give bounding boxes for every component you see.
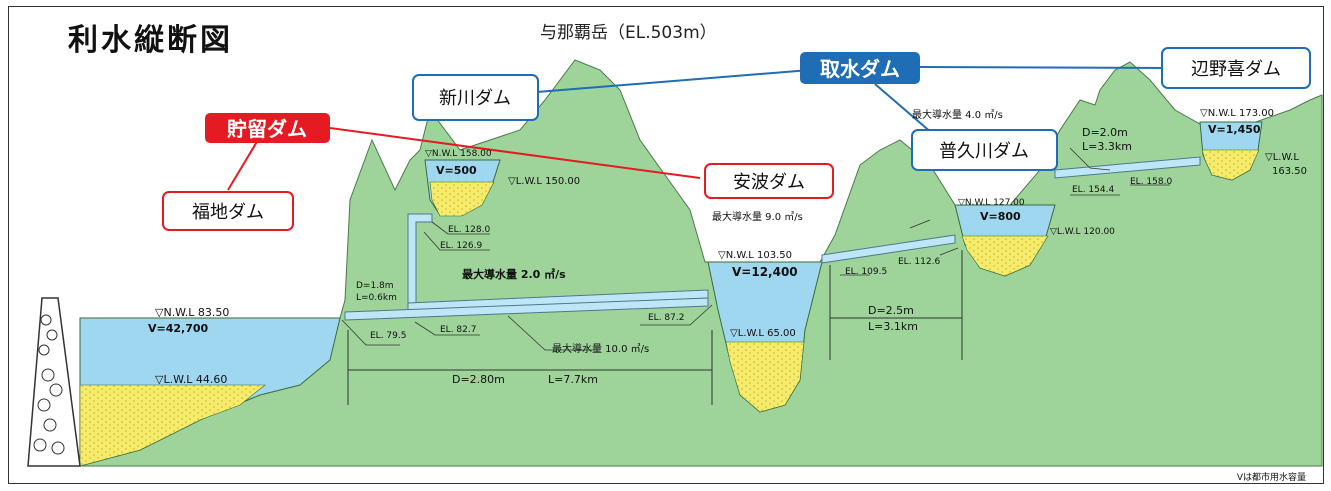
arakawa-nwl: ▽N.W.L 158.00: [425, 149, 492, 159]
leader-lines: [341, 147, 1170, 351]
aha-v: V=12,400: [732, 265, 798, 279]
dam-rocks: [33, 314, 65, 455]
arakawa-sediment: [429, 181, 495, 217]
l-77: L=7.7km: [548, 373, 598, 386]
q-100: 最大導水量 10.0 ㎥/s: [552, 342, 649, 355]
conduit-main: [344, 297, 709, 321]
fukuji-nwl: ▽N.W.L 83.50: [155, 306, 229, 319]
storage-dam-line: [329, 127, 701, 179]
aha-label: 安波ダム: [733, 172, 805, 193]
fukugawa-label: 普久川ダム: [939, 141, 1029, 162]
intake-dam-box: [800, 52, 920, 84]
intake-dam-line-benoki: [919, 66, 1166, 69]
fukuji-v: V=42,700: [148, 322, 209, 335]
arakawa-lwl: ▽L.W.L 150.00: [508, 176, 580, 187]
q-20: 最大導水量 2.0 ㎥/s: [462, 267, 566, 281]
storage-dam-line-fukuji: [227, 139, 259, 191]
arakawa-label: 新川ダム: [439, 88, 511, 109]
intake-dam-line: [536, 69, 811, 93]
aha-box: [704, 163, 834, 199]
fukuji-lwl: ▽L.W.L 44.60: [155, 373, 227, 386]
aha-sediment: [725, 341, 805, 413]
fukuji-label: 福地ダム: [192, 202, 264, 223]
fukugawa-nwl: ▽N.W.L 127.00: [958, 198, 1025, 208]
arakawa-box: [412, 74, 539, 121]
el-128: EL. 128.0: [448, 225, 490, 235]
fukugawa-box: [911, 129, 1058, 171]
fukugawa-sediment: [961, 235, 1049, 277]
conduit-aha-fukugawa: [821, 234, 956, 264]
fukugawa-lwl: ▽L.W.L 120.00: [1050, 227, 1115, 237]
storage-dam-box: [205, 113, 330, 143]
el-1126: EL. 112.6: [898, 257, 940, 267]
conduits: [344, 156, 1201, 321]
footnote: Vは都市用水容量: [1237, 471, 1306, 483]
benoki-label: 辺野喜ダム: [1191, 59, 1281, 80]
d-25: D=2.5m: [868, 304, 914, 317]
peak-label: 与那覇岳（EL.503m）: [540, 23, 717, 43]
aha-lwl: ▽L.W.L 65.00: [730, 328, 796, 339]
d-20: D=2.0m: [1082, 126, 1128, 139]
fukuji-box: [162, 191, 294, 231]
el-872: EL. 87.2: [648, 313, 684, 323]
d-280: D=2.80m: [452, 373, 505, 386]
q-40: 最大導水量 4.0 ㎥/s: [912, 108, 1003, 121]
storage-dam-label: 貯留ダム: [227, 117, 307, 141]
benoki-v: V=1,450: [1208, 123, 1261, 136]
el-827: EL. 82.7: [440, 325, 476, 335]
benoki-lwl-2: 163.50: [1272, 166, 1307, 177]
el-1095: EL. 109.5: [845, 267, 887, 277]
dimension-lines: [347, 250, 963, 405]
arakawa-v: V=500: [436, 164, 477, 177]
intake-dam-label: 取水ダム: [820, 57, 900, 81]
diagram-title: 利水縦断図: [68, 23, 233, 58]
aha-nwl: ▽N.W.L 103.50: [718, 250, 792, 261]
fukuji-dam-wall: [27, 297, 81, 467]
benoki-sediment: [1201, 149, 1260, 181]
el-1580: EL. 158.0: [1130, 177, 1172, 187]
el-1544: EL. 154.4: [1072, 185, 1114, 195]
el-1269: EL. 126.9: [440, 241, 482, 251]
el-795: EL. 79.5: [370, 331, 406, 341]
benoki-box: [1161, 47, 1311, 89]
l-31: L=3.1km: [868, 320, 918, 333]
fukugawa-v: V=800: [980, 210, 1021, 223]
conduit-fukugawa-benoki: [1054, 156, 1201, 179]
q-90: 最大導水量 9.0 ㎥/s: [712, 210, 803, 223]
benoki-lwl-1: ▽L.W.L: [1265, 152, 1299, 163]
annotations: ▽N.W.L 83.50 V=42,700 ▽L.W.L 44.60 ▽N.W.…: [148, 108, 1307, 386]
l-06: L=0.6km: [356, 293, 397, 303]
diagram-frame: [8, 6, 1324, 484]
d-18: D=1.8m: [356, 281, 394, 291]
benoki-nwl: ▽N.W.L 173.00: [1200, 108, 1274, 119]
terrain: [79, 59, 1323, 467]
l-33: L=3.3km: [1082, 140, 1132, 153]
